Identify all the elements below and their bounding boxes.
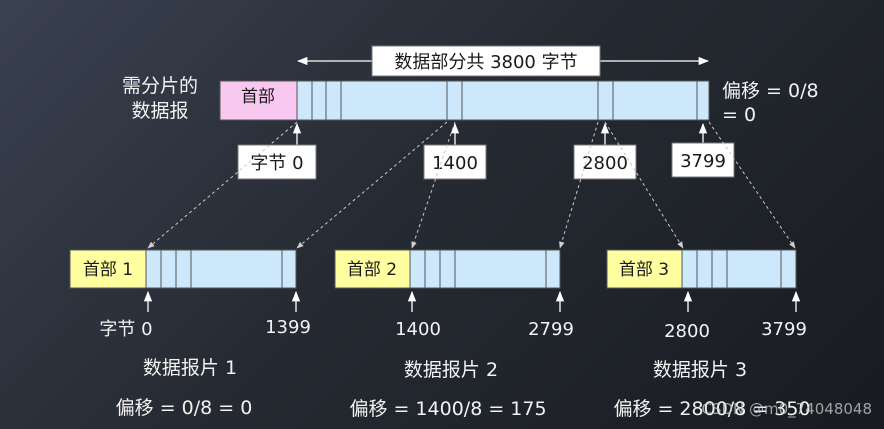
fragment-3-header-label: 首部 3: [619, 260, 669, 280]
fragment-1-end-label: 1399: [265, 317, 311, 338]
original-offset-line2: = 0: [722, 104, 756, 126]
fragment-1-name: 数据报片 1: [143, 357, 237, 379]
marker-box-0: [237, 144, 317, 180]
map-arrow-frag3-end: [708, 121, 796, 249]
fragment-1-start-label: 字节 0: [99, 319, 152, 340]
map-arrow-frag1-start: [147, 121, 298, 249]
fragment-1-header-label: 首部 1: [83, 260, 133, 280]
marker-box-1400: [423, 144, 487, 180]
fragment-3-data-block: [681, 249, 797, 289]
fragment-2-offset: 偏移 = 1400/8 = 175: [349, 398, 546, 420]
original-offset-line1: 偏移 = 0/8: [722, 80, 819, 102]
fragment-2-header-label: 首部 2: [347, 260, 397, 280]
original-header-label: 首部: [241, 87, 275, 107]
fragment-2-data-block: [409, 249, 561, 289]
marker-label-1400: 1400: [432, 153, 478, 174]
original-label-line1: 需分片的: [122, 75, 198, 97]
marker-box-3799: [671, 142, 735, 178]
fragment-1-offset: 偏移 = 0/8 = 0: [116, 397, 253, 419]
fragment-2-start-label: 1400: [395, 319, 441, 340]
original-data-block: [296, 80, 710, 121]
map-arrow-frag2-start: [411, 121, 456, 249]
fragment-2-bar: 首部 2: [334, 249, 561, 289]
fragment-3-start-label: 2800: [664, 321, 710, 342]
fragment-2-name: 数据报片 2: [404, 359, 498, 381]
fragment-1-header-block: [69, 249, 147, 289]
marker-box-2800: [573, 144, 637, 180]
mapping-arrows: [147, 121, 796, 249]
original-header-block: [219, 80, 298, 121]
fragment-3-end-label: 3799: [761, 319, 807, 340]
total-length-box: [371, 45, 601, 77]
fragment-2-end-label: 2799: [528, 319, 574, 340]
watermark: CSDN @m0_74048048: [701, 400, 872, 419]
fragment-3-bar: 首部 3: [606, 249, 797, 289]
fragment-1-data-block: [145, 249, 297, 289]
map-arrow-frag2-end: [559, 121, 599, 249]
fragment-2-header-block: [334, 249, 411, 289]
fragment-3-offset: 偏移 = 2800/8 = 350: [613, 398, 810, 420]
marker-label-3799: 3799: [680, 151, 726, 172]
map-arrow-frag3-start: [604, 121, 684, 249]
fragment-3-name: 数据报片 3: [653, 359, 747, 381]
fragment-1-bar: 首部 1: [69, 249, 297, 289]
original-datagram-bar: 首部: [219, 80, 710, 121]
marker-label-2800: 2800: [582, 153, 628, 174]
total-length-label: 数据部分共 3800 字节: [394, 52, 577, 73]
original-label-line2: 数据报: [131, 100, 188, 122]
marker-label-0: 字节 0: [250, 153, 303, 174]
map-arrow-frag1-end: [296, 121, 448, 249]
